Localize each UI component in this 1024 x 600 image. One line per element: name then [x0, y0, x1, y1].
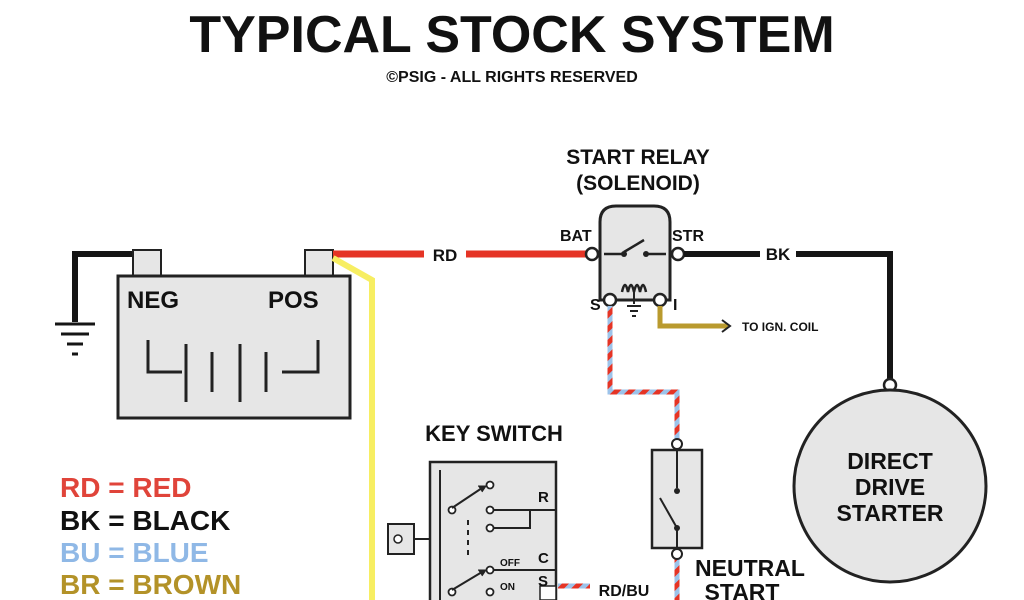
legend-brown: BR = BROWN: [60, 569, 241, 600]
battery: [116, 249, 352, 420]
relay-i-terminal: [652, 292, 668, 308]
wire-label-rd: RD: [433, 246, 458, 265]
relay-str-label: STR: [672, 228, 704, 245]
key-switch-on-label: ON: [500, 582, 515, 593]
ignition-coil-label: TO IGN. COIL: [742, 320, 818, 334]
relay-s-label: S: [590, 297, 601, 314]
key-switch: [387, 460, 558, 600]
battery-neg-label: NEG: [127, 287, 179, 314]
wire-label-rdbu: RD/BU: [599, 583, 650, 600]
neutral-start-switch: [650, 438, 704, 560]
legend-black: BK = BLACK: [60, 505, 230, 536]
yellow-wire: [331, 255, 375, 600]
page-title: TYPICAL STOCK SYSTEM: [189, 6, 834, 64]
neutral-label-line1: NEUTRAL: [695, 555, 805, 581]
black-wire-right: [796, 251, 893, 380]
brown-wire: [657, 306, 728, 329]
relay-title-line2: (SOLENOID): [576, 172, 700, 195]
battery-pos-label: POS: [268, 287, 319, 314]
wire-label-bk: BK: [766, 245, 791, 264]
neutral-label-line2: START: [705, 579, 780, 600]
relay-i-label: I: [673, 297, 677, 314]
starter-label-line3: STARTER: [837, 500, 944, 526]
relay-s-terminal: [602, 292, 618, 308]
legend-red: RD = RED: [60, 472, 191, 503]
battery-neg-terminal: [132, 249, 162, 279]
relay-bat-label: BAT: [560, 228, 592, 245]
key-switch-c-label: C: [538, 550, 549, 567]
relay-str-terminal: [670, 246, 686, 262]
start-relay-solenoid: [584, 204, 686, 317]
relay-title-line1: START RELAY: [566, 146, 710, 169]
key-switch-r-label: R: [538, 489, 549, 506]
relay-bat-terminal: [584, 246, 600, 262]
ground-symbol: [55, 251, 133, 356]
key-switch-off-label: OFF: [500, 558, 520, 569]
battery-pos-terminal: [304, 249, 334, 279]
starter-label-line2: DRIVE: [855, 474, 925, 500]
key-switch-title: KEY SWITCH: [425, 421, 563, 446]
direct-drive-starter: [792, 377, 988, 584]
key-switch-s-label: S: [538, 573, 548, 590]
legend-blue: BU = BLUE: [60, 537, 209, 568]
starter-label-line1: DIRECT: [847, 448, 933, 474]
red-blue-wire-upper: [607, 306, 680, 442]
color-legend: RD = RED BK = BLACK BU = BLUE BR = BROWN: [60, 472, 241, 600]
copyright-text: ©PSIG - ALL RIGHTS RESERVED: [386, 69, 638, 86]
battery-cells-symbol: [146, 340, 320, 402]
